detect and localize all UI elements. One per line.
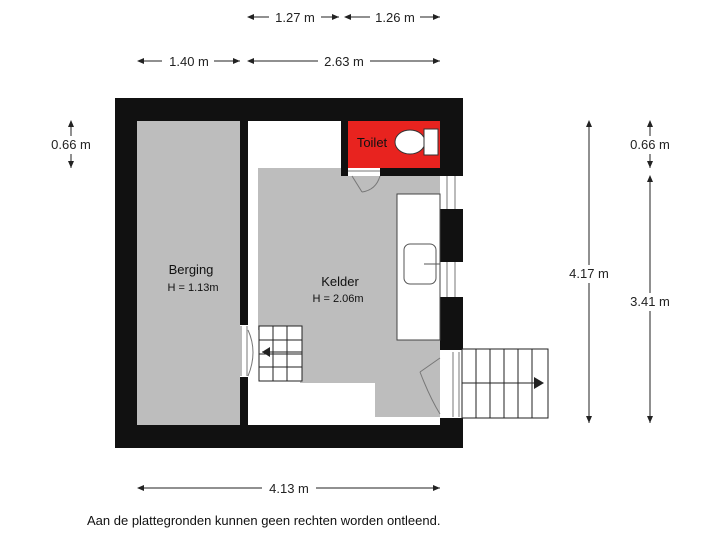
dim-label-right-top: 0.66 m <box>630 137 670 152</box>
interior-stairs <box>258 325 303 382</box>
room-berging <box>137 121 240 425</box>
disclaimer-text: Aan de plattegronden kunnen geen rechten… <box>87 513 441 528</box>
dim-label-top-1: 1.27 m <box>275 10 315 25</box>
dim-label-left: 0.66 m <box>51 137 91 152</box>
dim-label-second-1: 1.40 m <box>169 54 209 69</box>
exterior-stairs <box>461 348 549 419</box>
divider-door-swing <box>247 329 254 377</box>
toilet-bowl-icon <box>394 128 439 156</box>
toilet-wall-left <box>341 121 348 176</box>
dim-label-bottom: 4.13 m <box>269 481 309 496</box>
toilet-door-swing <box>351 175 381 193</box>
dim-label-right-lower: 3.41 m <box>630 294 670 309</box>
dim-label-right-total: 4.17 m <box>569 266 609 281</box>
stairs-arrow-icon <box>534 377 544 389</box>
room-height-berging: H = 1.13m <box>167 282 218 294</box>
stairs-arrow-icon <box>262 347 270 357</box>
exterior-door-opening <box>440 350 463 418</box>
room-label-toilet: Toilet <box>357 135 388 150</box>
room-label-kelder: Kelder <box>321 274 359 289</box>
dim-label-second-2: 2.63 m <box>324 54 364 69</box>
toilet-wall-bottom <box>380 168 440 176</box>
divider-wall <box>240 121 248 425</box>
dim-label-top-2: 1.26 m <box>375 10 415 25</box>
room-label-berging: Berging <box>169 262 214 277</box>
room-height-kelder: H = 2.06m <box>312 293 363 305</box>
exterior-door-swing <box>419 357 441 415</box>
room-kelder <box>258 168 440 417</box>
divider-door-opening <box>240 325 248 377</box>
